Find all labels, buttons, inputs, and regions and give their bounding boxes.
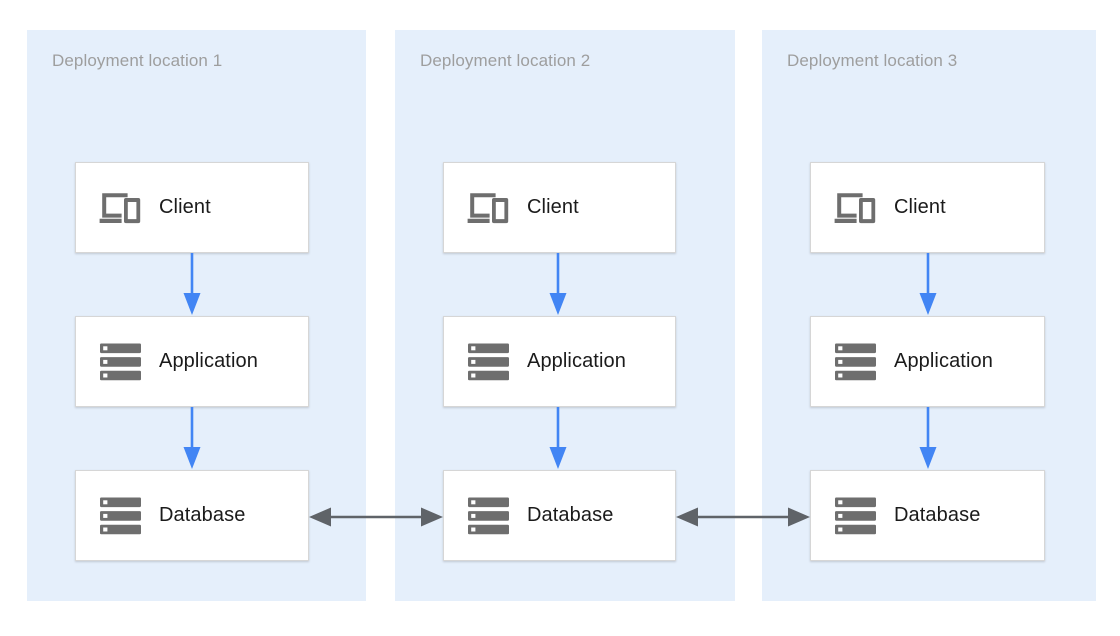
server-icon	[834, 340, 878, 384]
replication-arrow	[309, 504, 443, 530]
zone-title: Deployment location 2	[420, 51, 591, 70]
flow-arrow-down	[179, 407, 205, 469]
devices-icon-glyph	[834, 192, 876, 223]
server-icon-glyph	[835, 497, 876, 534]
node-label: Client	[527, 196, 579, 218]
node-label: Database	[894, 504, 981, 526]
flow-arrow-down	[915, 253, 941, 315]
server-icon	[467, 494, 511, 538]
server-icon	[834, 494, 878, 538]
node-label: Database	[527, 504, 614, 526]
server-icon-glyph	[835, 343, 876, 380]
node-card-application[interactable]: Application	[443, 316, 676, 407]
node-card-database[interactable]: Database	[810, 470, 1045, 561]
flow-arrow-down	[915, 407, 941, 469]
server-icon	[467, 340, 511, 384]
server-icon-glyph	[100, 343, 141, 380]
zone-title: Deployment location 1	[52, 51, 223, 70]
node-label: Application	[527, 350, 626, 372]
replication-arrow	[676, 504, 810, 530]
node-label: Client	[159, 196, 211, 218]
node-card-application[interactable]: Application	[75, 316, 309, 407]
flow-arrow-down	[545, 407, 571, 469]
server-icon	[99, 494, 143, 538]
node-card-client[interactable]: Client	[443, 162, 676, 253]
node-label: Application	[159, 350, 258, 372]
flow-arrow-down	[545, 253, 571, 315]
node-card-database[interactable]: Database	[443, 470, 676, 561]
node-card-client[interactable]: Client	[75, 162, 309, 253]
server-icon-glyph	[468, 497, 509, 534]
server-icon-glyph	[468, 343, 509, 380]
flow-arrow-down	[179, 253, 205, 315]
devices-icon	[467, 186, 511, 230]
node-card-client[interactable]: Client	[810, 162, 1045, 253]
devices-icon-glyph	[99, 192, 141, 223]
node-label: Database	[159, 504, 246, 526]
node-card-application[interactable]: Application	[810, 316, 1045, 407]
node-label: Client	[894, 196, 946, 218]
server-icon-glyph	[100, 497, 141, 534]
devices-icon	[834, 186, 878, 230]
zone-title: Deployment location 3	[787, 51, 958, 70]
devices-icon	[99, 186, 143, 230]
node-card-database[interactable]: Database	[75, 470, 309, 561]
node-label: Application	[894, 350, 993, 372]
server-icon	[99, 340, 143, 384]
devices-icon-glyph	[467, 192, 509, 223]
